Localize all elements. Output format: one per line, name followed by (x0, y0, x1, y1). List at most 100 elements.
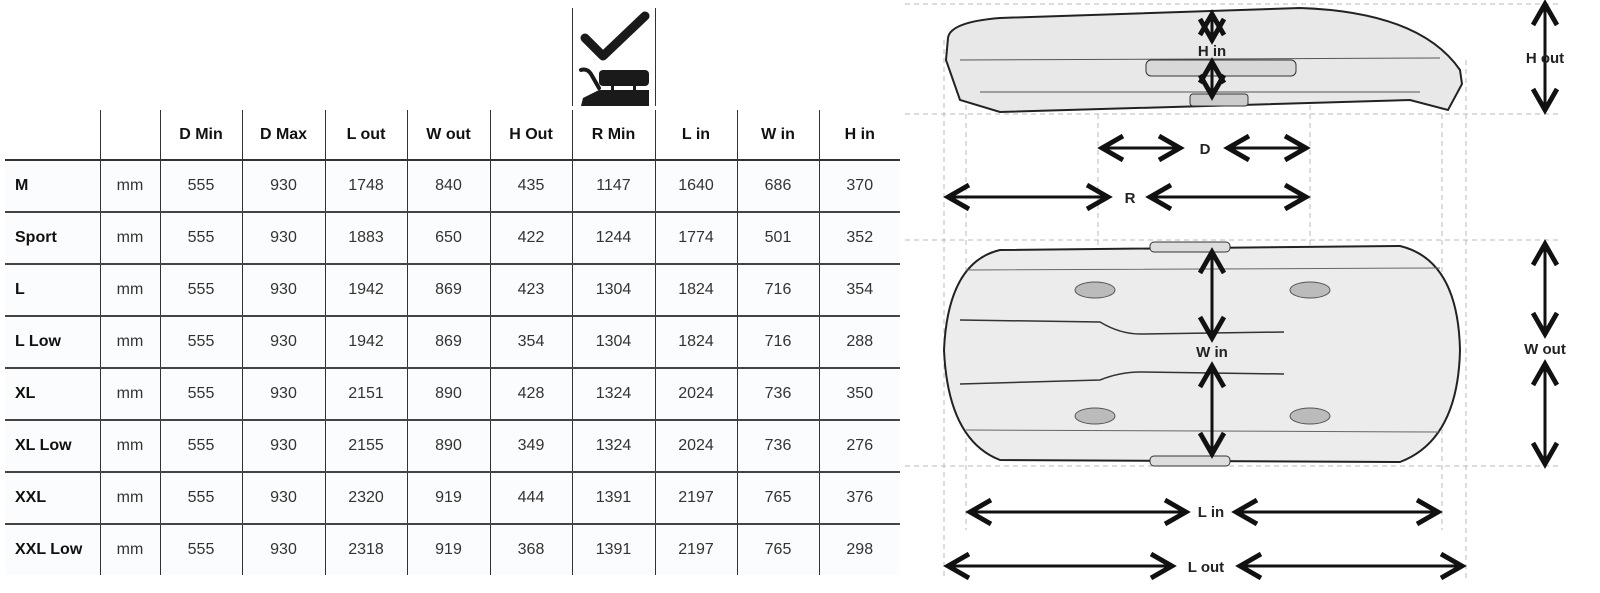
table-cell: 555 (159, 472, 242, 525)
model-name: XL (5, 368, 100, 421)
table-cell: 930 (241, 160, 325, 213)
table-cell: 555 (159, 316, 242, 369)
d-label: D (1200, 141, 1211, 158)
table-cell: 1774 (654, 212, 737, 265)
table-cell: 352 (818, 212, 900, 265)
table-cell: 422 (489, 212, 572, 265)
table-cell: 288 (818, 316, 900, 369)
l-in-label: L in (1198, 504, 1224, 521)
table-cell: 354 (818, 264, 900, 317)
column-header (99, 110, 160, 161)
table-cell: 2197 (654, 524, 737, 575)
table-cell: 2197 (654, 472, 737, 525)
table-cell: 919 (406, 472, 490, 525)
h-in-label: H in (1198, 43, 1226, 60)
table-cell: 2155 (324, 420, 407, 473)
table-cell: 298 (818, 524, 900, 575)
model-name: XXL (5, 472, 100, 525)
table-cell: 650 (406, 212, 490, 265)
table-cell: 930 (241, 420, 325, 473)
table-cell: 1304 (571, 264, 655, 317)
table-cell: 1942 (324, 264, 407, 317)
table-cell: 1391 (571, 524, 655, 575)
unit: mm (99, 368, 160, 421)
table-cell: 1324 (571, 368, 655, 421)
unit: mm (99, 420, 160, 473)
table-cell: 2318 (324, 524, 407, 575)
unit: mm (99, 264, 160, 317)
unit: mm (99, 160, 160, 213)
model-name: XXL Low (5, 524, 100, 575)
column-header: R Min (571, 110, 655, 161)
w-in-label: W in (1196, 344, 1228, 361)
table-cell: 2320 (324, 472, 407, 525)
model-name: Sport (5, 212, 100, 265)
table-cell: 736 (736, 368, 819, 421)
table-cell: 1640 (654, 160, 737, 213)
table-cell: 501 (736, 212, 819, 265)
table-cell: 1244 (571, 212, 655, 265)
column-header: L in (654, 110, 737, 161)
table-cell: 444 (489, 472, 572, 525)
table-cell: 276 (818, 420, 900, 473)
rmin-open-lid-icon (572, 8, 656, 106)
column-header: D Min (159, 110, 242, 161)
table-cell: 1324 (571, 420, 655, 473)
table-cell: 930 (241, 316, 325, 369)
column-header: H Out (489, 110, 572, 161)
table-cell: 765 (736, 524, 819, 575)
table-cell: 376 (818, 472, 900, 525)
column-header (5, 110, 100, 161)
roof-box-side-view (944, 6, 1464, 114)
table-cell: 869 (406, 264, 490, 317)
l-out-label: L out (1188, 559, 1224, 576)
table-cell: 930 (241, 212, 325, 265)
table-cell: 930 (241, 524, 325, 575)
table-cell: 350 (818, 368, 900, 421)
model-name: L (5, 264, 100, 317)
table-cell: 890 (406, 368, 490, 421)
table-cell: 1883 (324, 212, 407, 265)
table-cell: 555 (159, 212, 242, 265)
table-cell: 716 (736, 264, 819, 317)
roof-box-dimension-diagram: H in H out D R W in W out L in L out (905, 0, 1566, 581)
table-cell: 1391 (571, 472, 655, 525)
table-cell: 354 (489, 316, 572, 369)
table-cell: 368 (489, 524, 572, 575)
table-cell: 1147 (571, 160, 655, 213)
unit: mm (99, 524, 160, 575)
table-cell: 428 (489, 368, 572, 421)
table-cell: 555 (159, 420, 242, 473)
table-cell: 2151 (324, 368, 407, 421)
table-cell: 765 (736, 472, 819, 525)
table-cell: 686 (736, 160, 819, 213)
unit: mm (99, 316, 160, 369)
table-cell: 2024 (654, 368, 737, 421)
table-cell: 2024 (654, 420, 737, 473)
dimension-arrows (943, 0, 1560, 581)
column-header: D Max (241, 110, 325, 161)
table-cell: 349 (489, 420, 572, 473)
table-cell: 919 (406, 524, 490, 575)
h-out-label: H out (1526, 50, 1564, 67)
model-name: M (5, 160, 100, 213)
model-name: L Low (5, 316, 100, 369)
unit: mm (99, 212, 160, 265)
table-cell: 716 (736, 316, 819, 369)
table-cell: 1748 (324, 160, 407, 213)
table-cell: 555 (159, 160, 242, 213)
model-name: XL Low (5, 420, 100, 473)
column-header: L out (324, 110, 407, 161)
table-cell: 1942 (324, 316, 407, 369)
table-cell: 555 (159, 264, 242, 317)
table-cell: 1824 (654, 264, 737, 317)
